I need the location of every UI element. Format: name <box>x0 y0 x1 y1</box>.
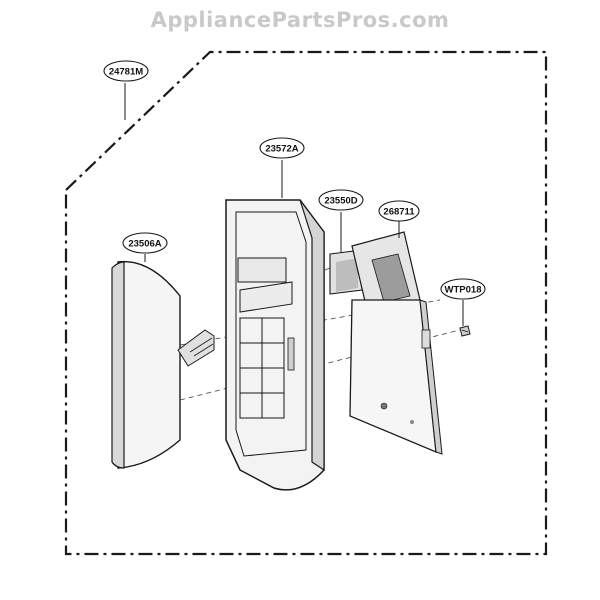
callout-23506A: 23506A <box>122 232 168 254</box>
part-label-membrane: 23550D <box>324 196 357 207</box>
callout-268711: 268711 <box>378 200 420 222</box>
pcb-part <box>349 231 443 455</box>
door-cover-part <box>111 260 215 469</box>
part-label-pcb: 268711 <box>383 207 415 218</box>
leader-lines <box>124 83 464 326</box>
control-panel-part <box>225 199 325 491</box>
callout-23550D: 23550D <box>318 189 364 211</box>
watermark-text: AppliancePartsPros.com <box>150 8 450 32</box>
callout-WTP018: WTP018 <box>440 278 486 300</box>
part-label-frame: 24781M <box>109 67 143 78</box>
part-label-control-panel: 23572A <box>265 144 298 155</box>
callout-24781M: 24781M <box>103 60 149 82</box>
membrane-part <box>329 249 363 295</box>
part-label-door-cover: 23506A <box>128 239 161 250</box>
part-label-screw: WTP018 <box>445 285 482 296</box>
callout-23572A: 23572A <box>259 137 305 159</box>
frame-outline <box>64 50 548 556</box>
screw-part <box>459 325 471 337</box>
